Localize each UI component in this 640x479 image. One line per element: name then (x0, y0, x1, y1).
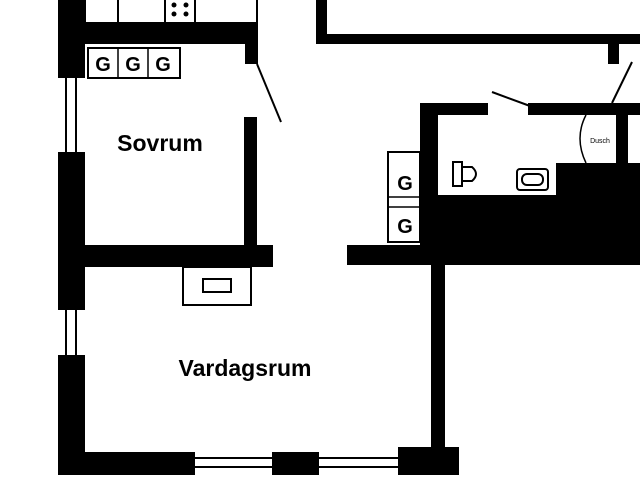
wall-top-room-left (316, 0, 327, 44)
toilet-icon (452, 161, 477, 187)
wall-bottom-center (272, 452, 319, 475)
wall-bottom-left (58, 452, 195, 475)
wall-bedroom-right (244, 117, 257, 252)
wall-kitchen-bedroom (58, 22, 258, 44)
room-label-living-room: Vardagsrum (179, 355, 312, 381)
wall-bathroom-right (616, 103, 628, 163)
wardrobe-label: G (397, 216, 413, 238)
wall-stub-door (245, 44, 258, 64)
shower-label: Dusch (590, 138, 610, 145)
window-left-top (65, 78, 77, 152)
wall-living-right (431, 262, 445, 457)
wall-stub-right (608, 44, 619, 64)
stove-icon (171, 2, 189, 17)
window-left-bottom (65, 310, 77, 355)
wardrobe-label: G (155, 54, 171, 76)
wall-bottom-right (398, 447, 459, 475)
room-label-bedroom: Sovrum (117, 130, 203, 156)
bedroom-wardrobe: G G G (87, 47, 181, 79)
wall-hall-living (347, 245, 437, 265)
wall-bedroom-living (58, 245, 273, 267)
bathroom-dark-area (438, 163, 640, 265)
shower: Dusch (579, 114, 610, 164)
wall-left-middle (58, 152, 85, 310)
sink-icon (516, 168, 549, 191)
wall-bathroom-top-right (528, 103, 640, 115)
wall-bathroom-top-left (420, 103, 488, 115)
fireplace-icon (182, 266, 252, 306)
wardrobe-label: G (125, 54, 141, 76)
door-bathroom (491, 91, 531, 107)
wall-top-room-bottom (316, 34, 640, 44)
door-top-right (611, 61, 633, 104)
wardrobe-label: G (397, 173, 413, 195)
wardrobe-label: G (95, 54, 111, 76)
hall-wardrobe: G G (387, 151, 421, 243)
walls (58, 0, 640, 475)
kitchen-counter (84, 0, 258, 22)
door-bedroom (256, 63, 282, 123)
wall-bathroom-left (420, 103, 438, 265)
window-bottom (195, 457, 398, 468)
